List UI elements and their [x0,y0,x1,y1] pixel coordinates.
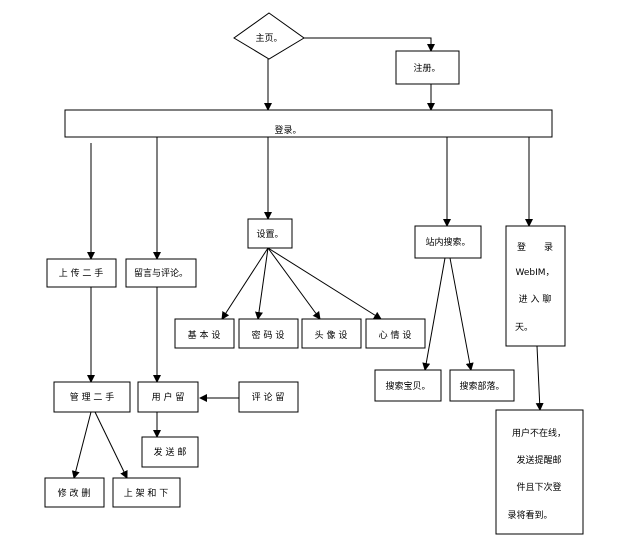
send-mail-label: 发 送 邮 [154,446,187,458]
webim-line-3: 进 入 聊 [519,293,552,305]
node-password: 密 码 设 [238,318,299,349]
login-label: 登录。 [274,125,301,136]
home-label: 主页。 [255,32,282,44]
edge-settings-password [255,247,269,320]
upload-label: 上 传 二 手 [59,267,104,279]
node-shelf: 上 架 和 下 [112,477,181,508]
modify-label: 修 改 删 [58,487,91,499]
comment-label: 留言与评论。 [134,267,188,279]
webim-line-1: 登 录 [517,242,553,253]
node-comment: 留言与评论。 [125,258,197,288]
manage-label: 管 理 二 手 [70,391,115,403]
edge-search-tribe [449,257,474,371]
shelf-label: 上 架 和 下 [124,488,169,499]
node-settings: 设置。 [247,218,293,249]
mood-label: 心 情 设 [379,329,412,341]
user-msg-label: 用 户 留 [152,391,185,403]
node-offline: 用户不在线， 发送提醒邮 件且下次登 录将看到。 [495,409,584,535]
node-user-msg: 用 户 留 [137,381,199,413]
register-label: 注册。 [413,62,440,74]
edge-home-register [304,37,435,52]
search-baby-label: 搜索宝贝。 [385,380,430,392]
settings-label: 设置。 [256,229,283,240]
node-search-tribe: 搜索部落。 [449,369,515,402]
node-login: 登录。 [64,109,553,138]
edge-settings-mood [267,247,382,320]
node-avatar: 头 像 设 [301,318,362,349]
node-review-msg: 评 论 留 [238,381,299,413]
password-label: 密 码 设 [252,329,285,341]
node-site-search: 站内搜索。 [414,225,482,259]
node-home: 主页。 [233,12,305,60]
node-mood: 心 情 设 [365,318,426,349]
avatar-label: 头 像 设 [315,329,348,341]
node-modify: 修 改 删 [44,477,105,508]
offline-line-4: 录将看到。 [507,509,552,521]
node-webim: 登 录 WebIM， 进 入 聊 天。 [505,225,566,347]
edge-webim-offline [535,345,544,411]
node-basic: 基 本 设 [174,318,235,349]
node-send-mail: 发 送 邮 [141,436,199,468]
edge-search-baby [422,257,446,371]
offline-line-2: 发送提醒邮 [516,454,561,466]
edges [71,37,544,479]
search-tribe-label: 搜索部落。 [459,380,504,392]
review-msg-label: 评 论 留 [252,391,285,403]
webim-line-2: WebIM， [515,268,554,278]
edge-manage-shelf [94,411,128,479]
webim-line-4: 天。 [515,323,533,333]
edge-settings-avatar [267,247,321,320]
offline-line-3: 件且下次登 [516,481,561,493]
offline-line-1: 用户不在线， [512,427,566,439]
edge-manage-modify [71,411,92,479]
basic-label: 基 本 设 [188,329,221,341]
site-search-label: 站内搜索。 [425,236,470,248]
node-register: 注册。 [395,50,460,85]
edge-settings-basic [221,247,269,320]
node-search-baby: 搜索宝贝。 [374,369,442,402]
node-upload: 上 传 二 手 [46,258,117,288]
node-manage: 管 理 二 手 [53,381,131,413]
home-diamond [233,12,305,60]
